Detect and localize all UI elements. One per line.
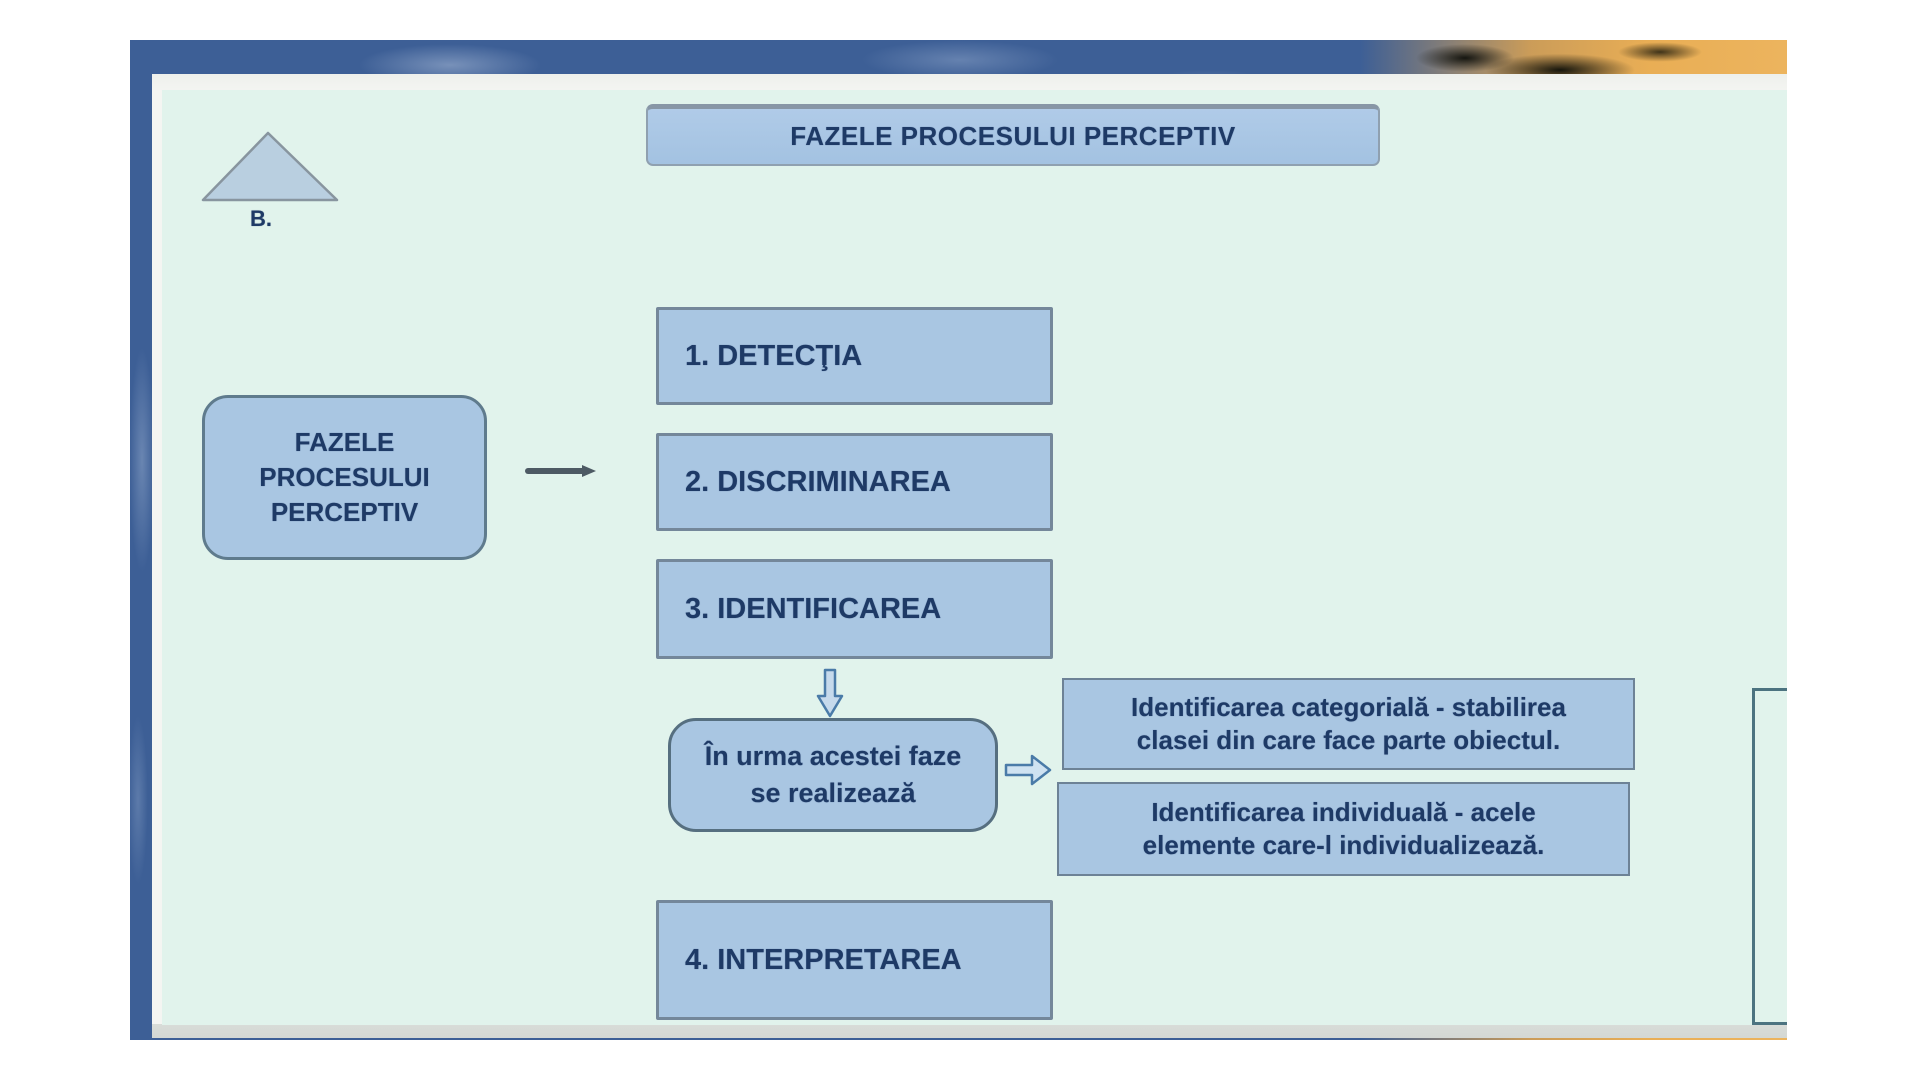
connector-arrow-icon [525, 465, 596, 477]
result-node-line: În urma acestei faze [704, 741, 962, 771]
page-title: FAZELE PROCESULUI PERCEPTIV [790, 121, 1236, 151]
outcome-line: Identificarea individuală - acele [1151, 797, 1536, 827]
root-node-line: PERCEPTIV [270, 497, 419, 527]
phase-label: 4. INTERPRETAREA [685, 943, 962, 976]
outcome-line: clasei din care face parte obiectul. [1136, 725, 1561, 755]
phase-label: 3. IDENTIFICAREA [685, 592, 942, 625]
down-arrow-icon [816, 668, 844, 718]
outcome-box-1: Identificarea categorială - stabilirea c… [1062, 678, 1635, 770]
outcome-line: Identificarea categorială - stabilirea [1131, 692, 1566, 722]
root-node-line: FAZELE [294, 427, 395, 457]
root-node-line: PROCESULUI [259, 462, 430, 492]
partial-box [1752, 688, 1787, 1025]
result-node: În urma acestei faze se realizează [668, 718, 998, 832]
triangle-marker [200, 130, 340, 204]
outcome-line: elemente care-l individualizează. [1142, 830, 1545, 860]
phase-label: 1. DETECŢIA [685, 339, 863, 372]
title-box: FAZELE PROCESULUI PERCEPTIV [646, 104, 1380, 166]
slide: B. FAZELE PROCESULUI PERCEPTIV FAZELE PR… [152, 74, 1787, 1038]
phase-box-1: 1. DETECŢIA [656, 307, 1053, 405]
outcome-box-2: Identificarea individuală - acele elemen… [1057, 782, 1630, 876]
right-arrow-icon [1004, 754, 1052, 786]
root-node: FAZELE PROCESULUI PERCEPTIV [202, 395, 487, 560]
phase-box-4: 4. INTERPRETAREA [656, 900, 1053, 1020]
result-node-line: se realizează [750, 778, 916, 808]
marker-label: B. [250, 206, 272, 231]
phase-label: 2. DISCRIMINAREA [685, 465, 951, 498]
phase-box-2: 2. DISCRIMINAREA [656, 433, 1053, 531]
slide-content: B. FAZELE PROCESULUI PERCEPTIV FAZELE PR… [162, 90, 1787, 1025]
phase-box-3: 3. IDENTIFICAREA [656, 559, 1053, 659]
triangle-icon [201, 131, 339, 202]
